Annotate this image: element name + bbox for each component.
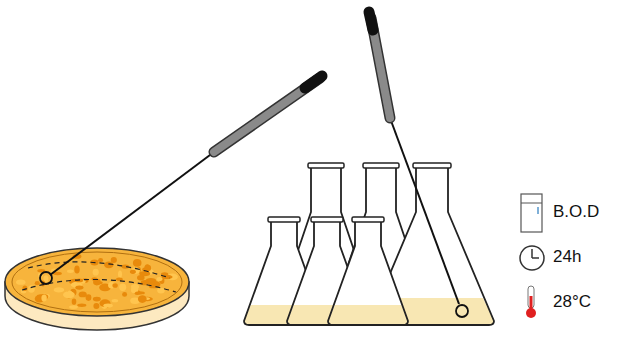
icon-label: 24h (553, 248, 581, 267)
flask-rim (352, 217, 384, 222)
colony (41, 295, 46, 302)
colony (54, 287, 65, 292)
colony (93, 269, 99, 276)
colony (74, 265, 79, 273)
colony (69, 305, 78, 309)
colony (135, 291, 145, 294)
flask-outline (328, 220, 408, 325)
flask-rim (308, 163, 344, 168)
colony (93, 303, 99, 309)
colony (103, 304, 113, 308)
flask-body (328, 220, 408, 325)
flask-rim (413, 163, 451, 168)
flask-rim (363, 163, 399, 168)
colony (122, 292, 127, 297)
colony (77, 304, 86, 307)
colony (16, 280, 25, 285)
thermometer-icon (526, 286, 536, 318)
colony (98, 258, 103, 262)
colony (133, 259, 142, 267)
colony (157, 277, 163, 281)
icon-label: B.O.D (553, 203, 599, 222)
inoculating-loop (369, 12, 468, 317)
flask-rim (268, 217, 300, 222)
colony (130, 270, 136, 274)
colony (63, 291, 75, 298)
culture-medium (328, 305, 408, 325)
colony (72, 299, 77, 305)
colony (131, 284, 139, 290)
flasks (244, 163, 494, 325)
colony (157, 288, 165, 294)
colony (118, 271, 122, 278)
colony (112, 283, 117, 288)
colony (138, 295, 147, 303)
icon-label: 28°C (553, 293, 591, 312)
colony (79, 292, 87, 298)
colony (67, 270, 74, 273)
incubator-icon (521, 194, 542, 232)
colony (93, 297, 101, 302)
colony (35, 281, 40, 285)
petri-dish (5, 248, 189, 330)
flask-rim (311, 217, 343, 222)
colony (119, 284, 126, 292)
colony (75, 286, 83, 290)
clock-icon (520, 246, 544, 270)
colony (112, 299, 119, 302)
